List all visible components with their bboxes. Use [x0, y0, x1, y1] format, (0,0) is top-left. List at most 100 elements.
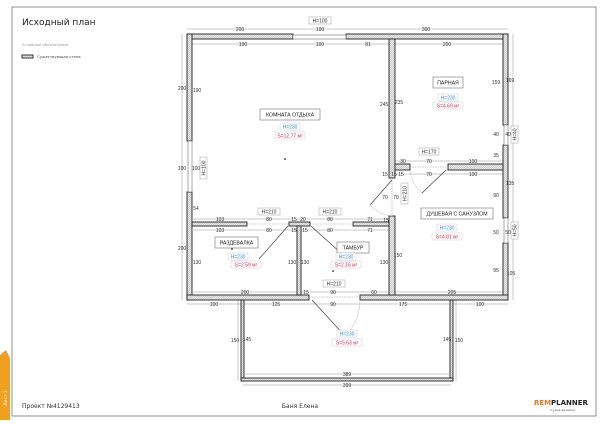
room-shower[interactable]: ДУШЕВАЯ С САНУЗЛОМ H=230 S=4.81 м²	[420, 207, 494, 241]
room-sauna[interactable]: ПАРНАЯ H=230 S=4.69 м²	[432, 76, 464, 110]
dimension: 90	[493, 193, 499, 199]
room-height: H=230	[440, 226, 455, 232]
opening-height: H=170	[422, 150, 437, 156]
dimension: 389	[343, 372, 352, 378]
dimension: 90	[330, 290, 336, 296]
dimension: 80	[266, 217, 272, 223]
window-shower[interactable]	[503, 217, 509, 244]
opening-height: H=210	[262, 210, 277, 216]
dimension: 15	[382, 172, 388, 178]
dimension: 159	[492, 80, 501, 86]
legend-title: Условные обозначения	[22, 42, 68, 47]
room-area: S=5.63 м²	[336, 341, 359, 347]
dimension: 200	[443, 42, 452, 48]
svg-text:REM: REM	[534, 399, 551, 407]
dimension: 70	[393, 195, 399, 201]
dimension: 15	[398, 172, 404, 178]
room-dressing[interactable]: РАЗДЕВАЛКА H=230 S=2.59 м²	[214, 236, 262, 269]
dimension: 70	[426, 172, 432, 178]
dimension: 15	[383, 218, 389, 224]
dimension: 70	[426, 159, 432, 165]
dimension: 125	[272, 302, 281, 308]
opening-height: H=210	[403, 186, 409, 201]
room-height: H=230	[340, 332, 355, 338]
remplanner-logo: REM PLANNER студия дизайна	[534, 399, 589, 412]
windows[interactable]	[187, 34, 509, 244]
dimension: 15	[302, 228, 308, 234]
dimension: 205	[448, 290, 457, 296]
dimension: 70	[382, 195, 388, 201]
dimension: 30	[400, 159, 406, 165]
room-name: РАЗДЕВАЛКА	[220, 241, 254, 247]
room-name: ТАМБУР	[343, 246, 364, 252]
sheet-tab[interactable]: Лист 1	[0, 350, 10, 420]
dimension: 15	[303, 290, 309, 296]
legend-wall-swatch	[21, 54, 34, 59]
room-area: S=4.81 м²	[436, 235, 459, 241]
dimension: 130	[301, 260, 310, 266]
room-porch[interactable]: H=230 S=5.63 м²	[331, 329, 363, 347]
dimension: 80	[266, 228, 272, 234]
dimension: 145	[243, 337, 252, 343]
door-sauna[interactable]	[409, 166, 448, 194]
opening-height: H=100	[202, 160, 208, 175]
room-height: H=230	[441, 96, 456, 102]
dimension: 60	[371, 290, 377, 296]
dimension: 15	[391, 172, 397, 178]
dimension: 130	[193, 260, 202, 266]
dimension: 200	[178, 246, 187, 252]
room-name: ДУШЕВАЯ С САНУЗЛОМ	[426, 212, 487, 218]
dimension: 169	[506, 78, 515, 84]
opening-labels: H=100 H=100 H=40 H=50 H=170 H=210 H=210 …	[199, 16, 519, 288]
opening-height: H=40	[513, 128, 519, 140]
dimension: 80	[327, 217, 333, 223]
svg-text:PLANNER: PLANNER	[551, 399, 589, 407]
dimension: 100	[178, 166, 187, 172]
dimension: 100	[316, 42, 325, 48]
window-sauna[interactable]	[503, 124, 509, 146]
dimension: 200	[236, 27, 245, 33]
dimension: 105	[507, 271, 516, 277]
dimension: 20	[300, 217, 306, 223]
opening-height: H=210	[327, 282, 342, 288]
room-height: H=230	[231, 255, 246, 261]
dimension-lines	[181, 28, 514, 386]
dimension: 35	[493, 153, 499, 159]
dimension: 15	[291, 217, 297, 223]
opening-height: H=50	[513, 224, 519, 236]
dimension: 103	[216, 228, 225, 234]
dimension: 130	[380, 260, 389, 266]
dimension: 399	[343, 383, 352, 389]
project-name: Баня Елена	[282, 403, 318, 410]
room-height: H=230	[339, 255, 354, 261]
dimension: 100	[469, 159, 478, 165]
door-shower[interactable]	[369, 178, 393, 217]
window-left[interactable]	[187, 140, 193, 193]
dimension: 200	[178, 86, 187, 92]
dimension: 40	[505, 132, 511, 138]
dimension: 135	[506, 181, 515, 187]
dimension: 175	[399, 302, 408, 308]
dimension: 100	[469, 172, 478, 178]
legend-wall-label: Существующая стена	[37, 54, 81, 59]
dimension: 200	[241, 290, 250, 296]
door-dressing[interactable]	[247, 223, 289, 260]
svg-text:студия дизайна: студия дизайна	[549, 408, 574, 412]
dimension: 71	[367, 217, 373, 223]
room-vestibule[interactable]: ТАМБУР H=230 S=2.16 м²	[330, 241, 370, 272]
dimension: 130	[288, 260, 297, 266]
sheet-label: Лист 1	[3, 390, 9, 406]
dimension: 100	[476, 302, 485, 308]
dimension: 40	[493, 132, 499, 138]
room-name: ПАРНАЯ	[437, 81, 459, 87]
window-top[interactable]	[292, 34, 347, 40]
dimension: 150	[394, 253, 403, 259]
room-rest[interactable]: КОМНАТА ОТДЫХА H=230 S=12.77 м²	[259, 108, 321, 160]
dimension: 300	[422, 27, 431, 33]
room-area: S=2.16 м²	[335, 263, 358, 269]
room-height: H=230	[283, 125, 298, 131]
dimension: 190	[193, 88, 202, 94]
dimension: 15	[291, 228, 297, 234]
dimension: 235	[395, 100, 404, 106]
